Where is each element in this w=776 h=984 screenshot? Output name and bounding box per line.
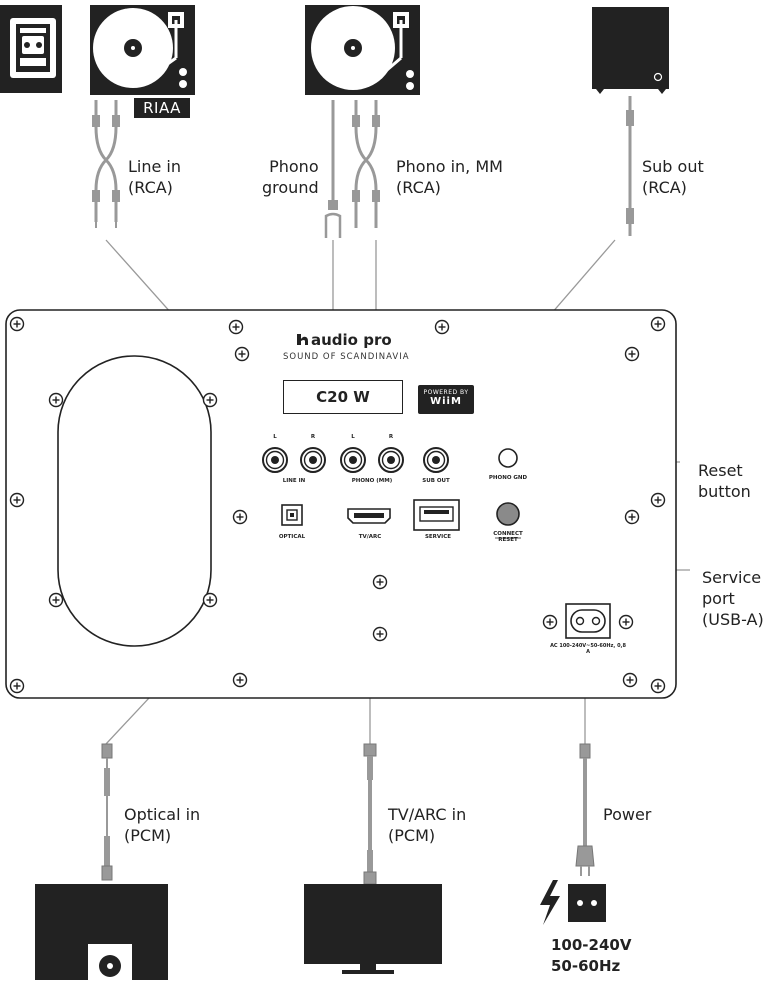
- callout-line-in: Line in(RCA): [128, 157, 182, 197]
- panel-label-optical: OPTICAL: [278, 534, 306, 540]
- phono-ground-terminal: [498, 448, 518, 468]
- hdmi-port: [347, 508, 391, 524]
- phono-in-cable: [352, 100, 380, 228]
- brand-name: audio pro: [311, 331, 392, 349]
- rear-panel: [5, 309, 677, 699]
- optical-port: [281, 504, 303, 526]
- panel-label-r: R: [310, 434, 316, 440]
- hdmi-cable: [363, 743, 377, 885]
- model-label: C20 W: [283, 380, 403, 414]
- audio-pro-logo-icon: [297, 334, 308, 345]
- power-cable: [575, 743, 595, 876]
- panel-label-tv-arc: TV/ARC: [358, 534, 382, 540]
- riaa-badge: RIAA: [134, 98, 190, 118]
- callout-power: Power: [603, 805, 652, 824]
- panel-label-line-in: LINE IN: [282, 478, 306, 484]
- optical-cable: [101, 743, 113, 881]
- usb-a-port: [413, 499, 460, 531]
- turntable-icon: [90, 5, 195, 95]
- turntable-icon: [305, 5, 420, 95]
- cd-player-icon: [35, 884, 168, 980]
- cassette-deck-icon: [0, 5, 62, 93]
- panel-label-l: L: [273, 434, 277, 440]
- panel-label-service: SERVICE: [424, 534, 452, 540]
- subwoofer-icon: [592, 7, 669, 94]
- lightning-icon: [540, 880, 560, 925]
- panel-label-phono-mm: PHONO (MM): [351, 478, 393, 484]
- callout-optical: Optical in(PCM): [124, 805, 201, 845]
- sub-out-cable: [626, 96, 634, 236]
- brand-tagline: SOUND OF SCANDINAVIA: [283, 352, 410, 362]
- panel-label-r: R: [388, 434, 394, 440]
- callout-sub-out: Sub out(RCA): [642, 157, 704, 197]
- panel-label-l: L: [351, 434, 355, 440]
- phono-ground-cable: [324, 100, 342, 238]
- wall-socket-icon: [568, 884, 606, 922]
- callout-phono-in: Phono in, MM(RCA): [396, 157, 503, 197]
- callout-tv-arc: TV/ARC in(PCM): [388, 805, 467, 845]
- panel-label-ac-rating: AC 100-240V~50-60Hz, 0,8 A: [550, 643, 626, 655]
- panel-label-phono-gnd: PHONO GND: [488, 475, 528, 481]
- reset-button: [496, 502, 520, 526]
- power-inlet: [565, 603, 611, 639]
- line-in-cable: [92, 100, 120, 228]
- wiim-badge: POWERED BY WiiM: [418, 385, 474, 414]
- panel-label-sub-out: SUB OUT: [422, 478, 450, 484]
- tv-icon: [304, 884, 442, 974]
